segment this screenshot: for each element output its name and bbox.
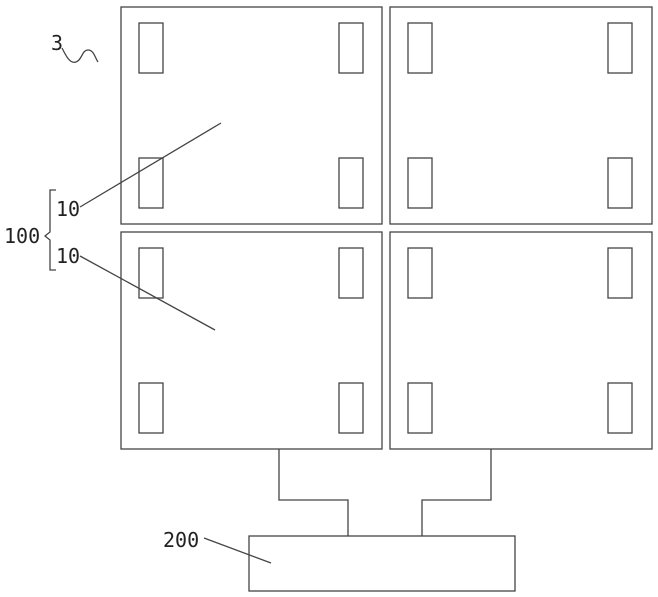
panel-top-left — [121, 7, 382, 224]
slot — [408, 23, 432, 73]
slot — [339, 23, 363, 73]
slot — [608, 158, 632, 208]
slot — [139, 383, 163, 433]
ref-100-brace — [45, 190, 56, 270]
slot — [139, 23, 163, 73]
slot — [339, 248, 363, 298]
slot — [339, 158, 363, 208]
slot — [408, 383, 432, 433]
ref-3-squiggle — [62, 48, 98, 62]
panel-bottom-right — [390, 232, 652, 449]
connector-right — [422, 449, 491, 536]
controller-box — [249, 536, 515, 591]
ref-10-upper-label: 10 — [56, 197, 80, 221]
ref-10-lower-label: 10 — [56, 244, 80, 268]
slot — [408, 248, 432, 298]
slot — [608, 248, 632, 298]
slot — [608, 383, 632, 433]
ref-100-label: 100 — [4, 224, 40, 248]
connector-left — [279, 449, 348, 536]
slot — [408, 158, 432, 208]
slot — [339, 383, 363, 433]
slot — [608, 23, 632, 73]
ref-200-label: 200 — [163, 528, 199, 552]
panel-bottom-left — [121, 232, 382, 449]
panel-top-right — [390, 7, 652, 224]
slot — [139, 158, 163, 208]
ref-3-label: 3 — [51, 31, 63, 55]
